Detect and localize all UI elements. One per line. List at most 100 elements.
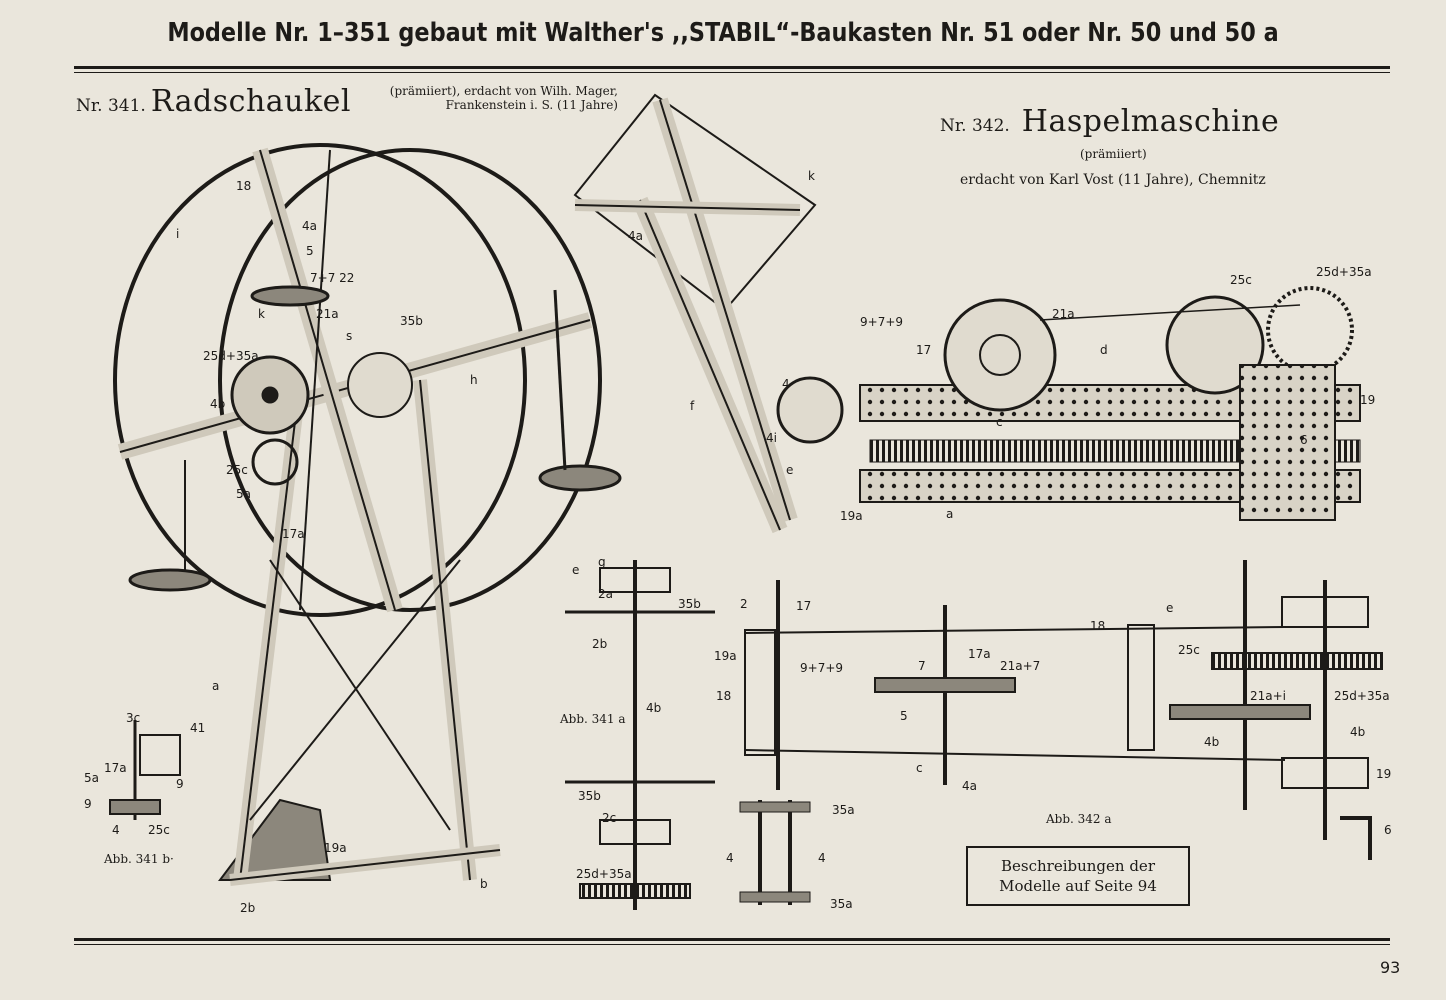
part-label: 7+7 22 [310,271,354,285]
part-label: k [258,307,265,321]
part-label: 21a+i [1250,689,1286,703]
note-line1: Beschreibungen der [1001,857,1155,875]
model-341-credit: (prämiiert), erdacht von Wilh. Mager, Fr… [374,84,618,112]
part-label: 17 [916,343,931,357]
part-label: 4b [1204,735,1219,749]
part-label: h [470,373,478,387]
part-label: 6 [1300,433,1308,447]
part-label: e [572,563,579,577]
caption-341b: Abb. 341 b· [104,852,174,866]
part-label: 4b [646,701,661,715]
part-label: 25c [148,823,170,837]
part-label: s [346,329,352,343]
model-342-name: Haspelmaschine [1021,104,1280,139]
part-label: 35b [578,789,601,803]
part-label: 7 [918,659,926,673]
model-341-name: Radschaukel [150,84,352,119]
part-label: 21a [1052,307,1075,321]
part-label: 4i [766,431,777,445]
part-label: a [212,679,219,693]
part-label: 2c [602,811,616,825]
part-label: 19 [1360,393,1375,407]
part-label: 4a [962,779,977,793]
part-label: 4a [302,219,317,233]
part-label: 9+7+9 [860,315,903,329]
part-label: 21a [316,307,339,321]
part-label: i [176,227,179,241]
part-label: 4 [112,823,120,837]
model-341-credit-line1: (prämiiert), erdacht von Wilh. Mager, [389,84,618,98]
part-label: 9+7+9 [800,661,843,675]
part-label: 25d+35a [1316,265,1372,279]
part-label: 17a [282,527,305,541]
part-label: 21a+7 [1000,659,1040,673]
part-label: 5 [306,244,314,258]
part-label: 4 [782,377,790,391]
model-342-title: Nr. 342. Haspelmaschine [940,104,1279,139]
page-header: Modelle Nr. 1–351 gebaut mit Walther's ,… [167,18,1279,48]
part-label: 35b [678,597,701,611]
part-label: 18 [716,689,731,703]
drawing-341a [565,560,715,910]
drawing-341b [109,720,181,820]
part-label: g [598,555,606,569]
note-line2: Modelle auf Seite 94 [999,877,1157,895]
model-342-subtitle: (prämiiert) [1080,147,1147,161]
header-rule-thick [74,66,1390,69]
part-label: 18 [236,179,251,193]
footer-rule-thin [74,944,1390,945]
part-label: 18 [1090,619,1105,633]
part-label: 25c [1230,273,1252,287]
part-label: 19a [840,509,863,523]
part-label: b [480,877,488,891]
part-label: 25d+35a [203,349,259,363]
part-label: e [786,463,793,477]
part-label: 25d+35a [576,867,632,881]
part-label: 2a [598,587,613,601]
part-label: d [1100,343,1108,357]
part-label: a [946,507,953,521]
part-label: 4a [628,229,643,243]
model-341-credit-line2: Frankenstein i. S. (11 Jahre) [445,98,618,112]
part-label: 35b [400,314,423,328]
model-342-credit: erdacht von Karl Vost (11 Jahre), Chemni… [960,172,1266,188]
part-label: 2b [592,637,607,651]
part-label: 35a [832,803,855,817]
part-label: 5a [236,487,251,501]
part-label: 9 [84,797,92,811]
part-label: 19a [714,649,737,663]
part-label: 4b [210,397,225,411]
part-label: 9 [176,777,184,791]
header-rule-thin [74,72,1390,73]
part-label: 2 [740,597,748,611]
part-label: c [916,761,923,775]
part-label: 19 [1376,767,1391,781]
part-label: f [690,399,695,413]
part-label: 35a [830,897,853,911]
part-label: 3c [126,711,140,725]
part-label: 4 [726,851,734,865]
part-label: 5a [84,771,99,785]
part-label: 4b [1350,725,1365,739]
footer-rule-thick [74,938,1390,941]
part-label: 25d+35a [1334,689,1390,703]
caption-341a: Abb. 341 a [560,712,626,726]
part-label: 41 [190,721,205,735]
part-label: 17a [968,647,991,661]
model-341-title: Nr. 341. Radschaukel [76,84,351,119]
model-342-number: Nr. 342. [940,116,1010,136]
part-label: 25c [226,463,248,477]
drawing-342a [739,560,1383,905]
part-label: k [808,169,815,183]
description-note-box: Beschreibungen der Modelle auf Seite 94 [966,846,1190,906]
part-labels: 18 i 4a 5 7+7 22 21a k 35b 25d+35a 4b 25… [84,169,1392,915]
part-label: 2b [240,901,255,915]
part-label: 17 [796,599,811,613]
ferris-wheel-drawing [113,143,622,886]
page-number: 93 [1380,958,1401,977]
caption-342a: Abb. 342 a [1046,812,1112,826]
part-label: 6 [1384,823,1392,837]
part-label: 25c [1178,643,1200,657]
part-label: 5 [900,709,908,723]
